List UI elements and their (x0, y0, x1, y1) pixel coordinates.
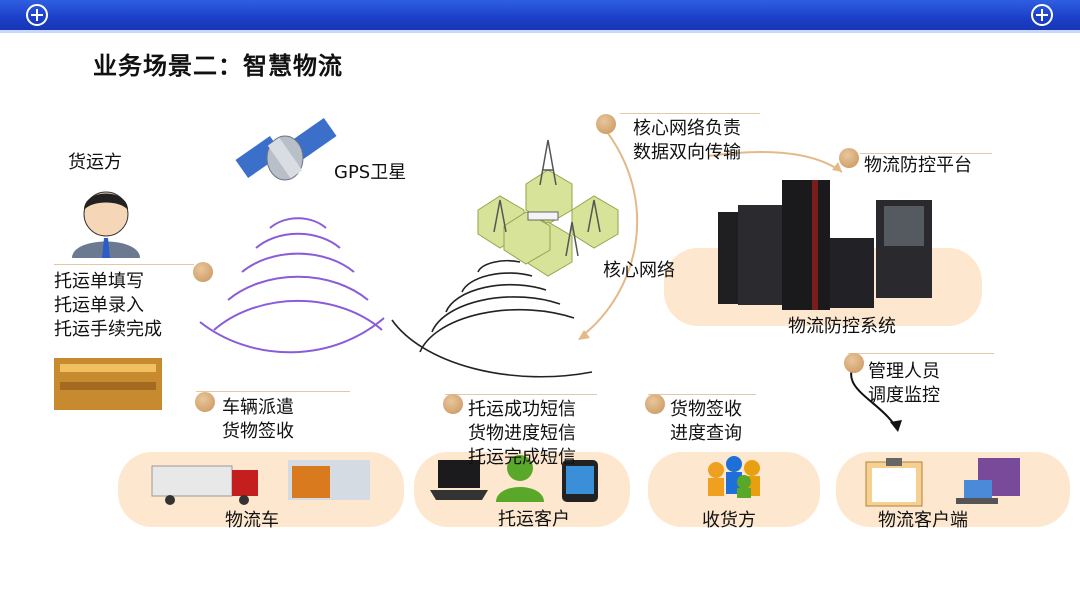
step-bullet (839, 148, 859, 168)
customer-label: 托运客户 (498, 509, 570, 530)
divider-line (54, 264, 194, 265)
shipper-label: 货运方 (68, 152, 122, 173)
truck-icon (151, 465, 258, 505)
system-label: 物流防控系统 (788, 316, 896, 337)
divider-line (648, 394, 756, 395)
laptop-icon (430, 460, 488, 500)
tower-icons (493, 139, 601, 257)
vehicle-steps: 车辆派遣货物签收 (222, 397, 294, 442)
step-bullet (195, 392, 215, 412)
phone-icon (562, 460, 598, 502)
network-note: 核心网络负责数据双向传输 (633, 118, 741, 163)
step-bullet (844, 353, 864, 373)
data-flow-arrows (581, 127, 843, 337)
crosshair-icon (1031, 4, 1053, 26)
receiver-label: 收货方 (702, 510, 756, 531)
top-banner (0, 0, 1080, 33)
divider-line (848, 353, 994, 354)
sms-steps: 托运成功短信货物进度短信托运完成短信 (468, 399, 576, 468)
gps-signal-waves (199, 217, 385, 354)
core-network-icon (477, 169, 619, 277)
computer-icon (956, 458, 1020, 504)
receivers-people-icon (708, 456, 760, 498)
step-bullet (193, 262, 213, 282)
step-bullet (443, 394, 463, 414)
divider-line (620, 113, 760, 114)
truck-front-icon (288, 460, 370, 500)
customer-person-icon (496, 455, 544, 502)
user-avatar-icon (72, 191, 140, 258)
manager-steps: 管理人员调度监控 (868, 361, 940, 406)
crosshair-icon (26, 4, 48, 26)
network-signal-waves (391, 259, 593, 378)
divider-line (445, 394, 597, 395)
client-label: 物流客户端 (878, 510, 968, 531)
divider-line (196, 391, 350, 392)
server-racks-icon (718, 180, 932, 310)
satellite-icon (235, 117, 337, 181)
shipper-steps: 托运单填写托运单录入托运手续完成 (54, 271, 162, 340)
page-title: 业务场景二：智慧物流 (93, 52, 343, 80)
divider-line (860, 153, 992, 154)
core-network-label: 核心网络 (603, 260, 675, 281)
platform-label: 物流防控平台 (864, 155, 972, 176)
step-bullet (645, 394, 665, 414)
receiver-steps: 货物签收进度查询 (670, 399, 742, 444)
clipboard-icon (865, 458, 923, 507)
gps-label: GPS卫星 (334, 162, 407, 183)
truck-label: 物流车 (225, 510, 279, 531)
step-bullet (596, 114, 616, 134)
